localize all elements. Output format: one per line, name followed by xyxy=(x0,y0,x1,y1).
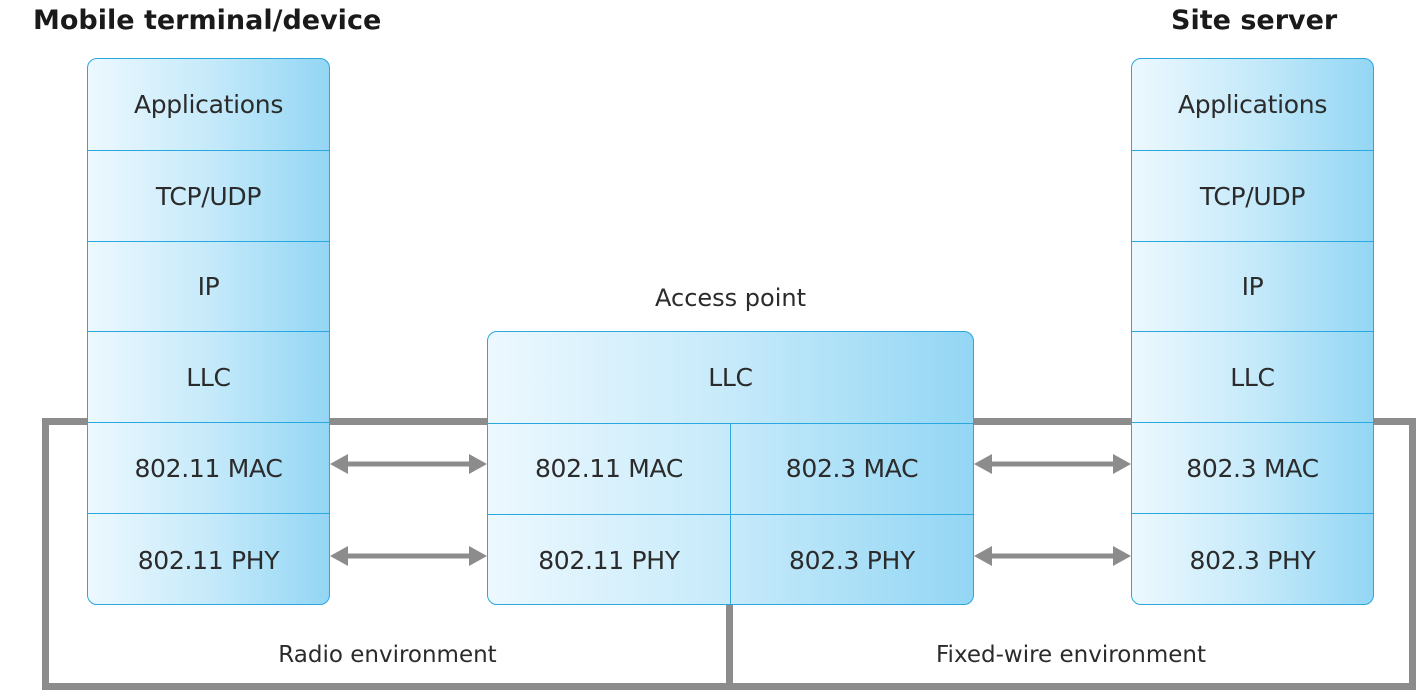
server-layer-llc: LLC xyxy=(1132,331,1373,422)
environment-divider xyxy=(726,605,733,690)
access-point-title: Access point xyxy=(655,284,806,312)
mac-fixed-arrow xyxy=(974,454,1131,474)
site-server-title: Site server xyxy=(1171,5,1338,36)
mobile-layer-applications: Applications xyxy=(133,90,284,119)
access-point-column-divider xyxy=(730,423,731,604)
mobile-terminal-stack: Applications TCP/UDP IP LLC 802.11 MAC 8… xyxy=(87,58,330,605)
access-point-llc: LLC xyxy=(708,363,753,392)
access-point-8023-phy: 802.3 PHY xyxy=(789,545,915,575)
mobile-layer-llc: LLC xyxy=(88,331,329,422)
radio-environment-label: Radio environment xyxy=(278,642,497,668)
access-point-80211-mac: 802.11 MAC xyxy=(534,454,684,483)
fixed-wire-environment-label: Fixed-wire environment xyxy=(936,642,1206,668)
site-server-stack: Applications TCP/UDP IP LLC 802.3 MAC 80… xyxy=(1131,58,1374,605)
mobile-layer-phy: 802.11 PHY xyxy=(88,513,329,604)
server-layer-mac: 802.3 MAC xyxy=(1132,422,1373,513)
access-point-80211-phy: 802.11 PHY xyxy=(538,545,680,575)
server-layer-tcp-udp: TCP/UDP xyxy=(1132,150,1373,241)
mobile-layer-tcp-udp: TCP/UDP xyxy=(88,150,329,241)
server-layer-ip: IP xyxy=(1132,241,1373,331)
phy-radio-arrow xyxy=(330,546,487,566)
mobile-layer-ip: IP xyxy=(88,241,329,331)
access-point-8023-mac: 802.3 MAC xyxy=(785,454,919,483)
mac-radio-arrow xyxy=(330,454,487,474)
server-layer-phy: 802.3 PHY xyxy=(1132,513,1373,604)
mobile-terminal-title: Mobile terminal/device xyxy=(33,5,382,36)
server-layer-applications: Applications xyxy=(1177,90,1328,119)
phy-fixed-arrow xyxy=(974,546,1131,566)
mobile-layer-mac: 802.11 MAC xyxy=(88,422,329,513)
access-point-stack: LLC 802.11 MAC 802.11 PHY 802.3 MAC 802.… xyxy=(487,331,974,605)
